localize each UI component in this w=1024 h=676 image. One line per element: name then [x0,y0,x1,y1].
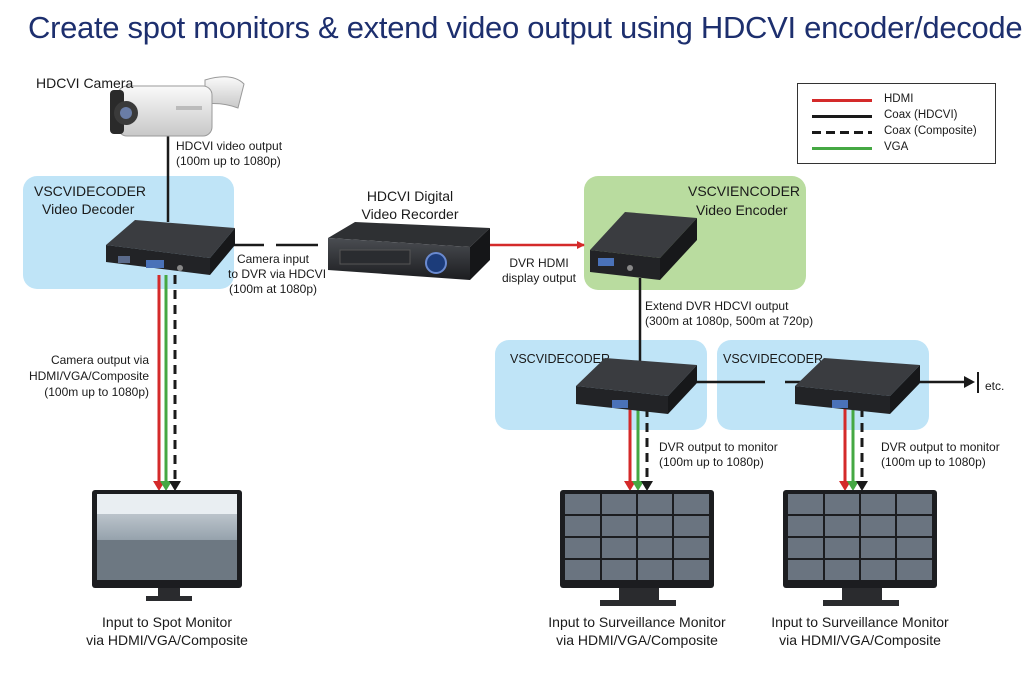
mon2-vga-arrow [632,481,644,491]
extend-line1: Extend DVR HDCVI output [645,299,789,313]
dvr-device [328,222,490,280]
legend-swatch-vga [812,147,872,150]
decoder-2-device [576,358,697,414]
dvr-out1-line2: (100m up to 1080p) [659,455,764,469]
dvr-hdmi-line2: display output [501,271,577,285]
decoder-2-name: VSCVIDECODER [510,352,611,366]
decoder-3-device [795,358,920,414]
extend-line2: (300m at 1080p, 500m at 720p) [645,314,814,328]
mon3-vga-arrow [847,481,859,491]
spot-vga-arrow [160,481,172,491]
monitor-1-caption-line2: via HDMI/VGA/Composite [86,632,248,648]
dvr-label-line1: HDCVI Digital [366,188,454,204]
legend-label-coax-hdcvi: Coax (HDCVI) [884,109,958,121]
camera-input-line1: Camera input [236,252,310,266]
spot-composite-arrow [169,481,181,491]
monitor-1-caption-line1: Input to Spot Monitor [102,614,232,630]
camera-label: HDCVI Camera [36,75,134,91]
mon3-hdmi-arrow [839,481,851,491]
camera-output-via-line3: (100m up to 1080p) [44,385,149,399]
dvr-label-line2: Video Recorder [361,206,459,222]
camera-input-line3: (100m at 1080p) [228,282,318,296]
camera-input-line2: to DVR via HDCVI [228,267,327,281]
monitor-3-caption-line2: via HDMI/VGA/Composite [779,632,941,648]
surveillance-monitor-3 [783,490,937,606]
decoder-main-device [106,220,235,275]
decoder-main-subtitle: Video Decoder [42,201,135,217]
surveillance-monitor-2 [560,490,714,606]
camera-output-via-line2: HDMI/VGA/Composite [28,369,149,383]
camera-output-via-line1: Camera output via [50,353,149,367]
legend: HDMI Coax (HDCVI) Coax (Composite) VGA [797,83,996,164]
camera-output-line2: (100m up to 1080p) [176,154,281,168]
diagram-title: Create spot monitors & extend video outp… [28,10,1024,45]
mon2-hdmi-arrow [624,481,636,491]
monitor-2-caption-line2: via HDMI/VGA/Composite [556,632,718,648]
legend-label-coax-composite: Coax (Composite) [884,125,977,137]
legend-swatch-coax-composite [812,131,872,134]
camera-device [110,76,245,137]
camera-output-line1: HDCVI video output [176,139,283,153]
legend-label-vga: VGA [884,141,909,153]
legend-swatch-coax-hdcvi [812,115,872,118]
encoder-name: VSCVIENCODER [688,183,801,199]
mon2-composite-arrow [641,481,653,491]
legend-label-hdmi: HDMI [884,93,914,105]
monitor-2-caption-line1: Input to Surveillance Monitor [548,614,726,630]
encoder-device [590,212,697,280]
decoder-3-name: VSCVIDECODER [723,352,824,366]
dvr-out1-line1: DVR output to monitor [659,440,778,454]
dvr-hdmi-line1: DVR HDMI [509,256,569,270]
legend-swatch-hdmi [812,99,872,102]
monitor-3-caption-line1: Input to Surveillance Monitor [771,614,949,630]
dvr-out2-line1: DVR output to monitor [881,440,1000,454]
decoder-main-name: VSCVIDECODER [34,183,147,199]
etc-arrowhead [964,376,975,388]
encoder-subtitle: Video Encoder [696,202,788,218]
mon3-composite-arrow [856,481,868,491]
dvr-out2-line2: (100m up to 1080p) [881,455,986,469]
etc-label: etc. [985,379,1005,393]
spot-monitor [92,490,242,601]
